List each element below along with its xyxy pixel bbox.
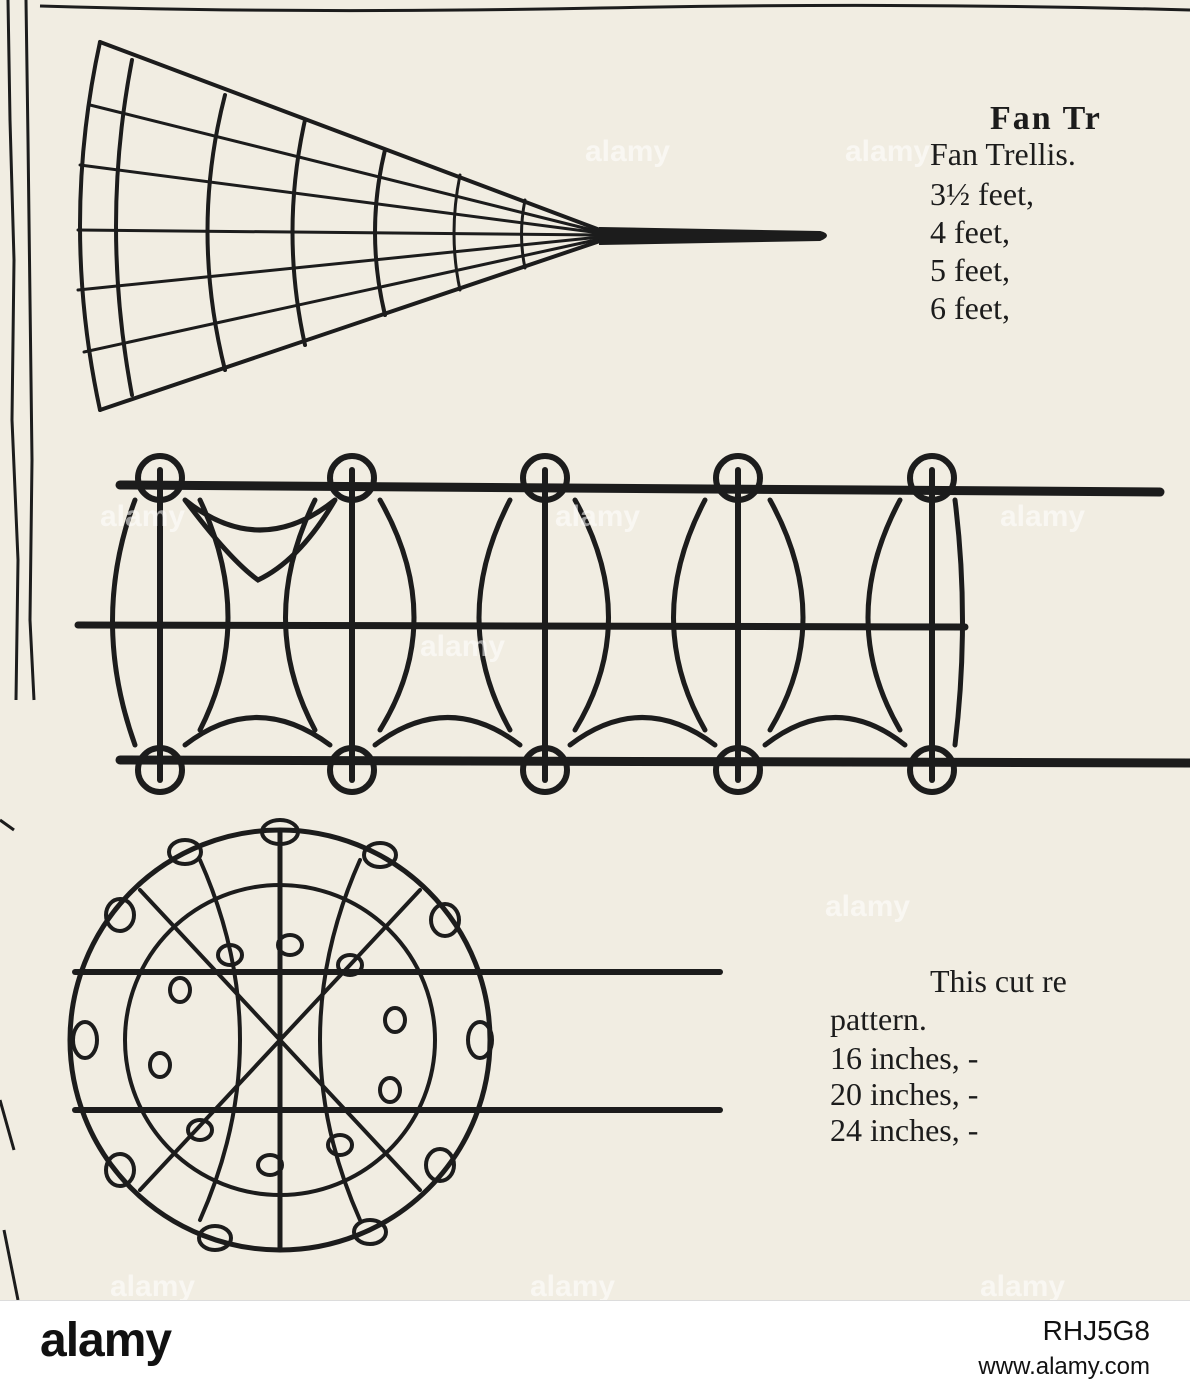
watermark: alamy bbox=[110, 1270, 196, 1300]
catalog-page: alamy alamy alamy alamy alamy alamy alam… bbox=[0, 0, 1190, 1300]
fan-size-item: 6 feet, bbox=[930, 290, 1010, 326]
border-trellis-illustration bbox=[74, 453, 1190, 795]
watermark: alamy bbox=[1000, 500, 1086, 533]
balloon-trellis-pattern: pattern. bbox=[830, 1001, 927, 1037]
image-id: RHJ5G8 bbox=[1042, 1315, 1150, 1346]
left-border-engraving bbox=[0, 0, 36, 1300]
balloon-trellis-illustration bbox=[67, 818, 723, 1253]
watermark: alamy bbox=[585, 135, 671, 168]
watermark: alamy bbox=[980, 1270, 1066, 1300]
trellis-illustrations bbox=[0, 0, 1190, 1300]
watermark: alamy bbox=[845, 135, 931, 168]
watermark: alamy bbox=[530, 1270, 616, 1300]
stock-footer: alamy RHJ5G8 www.alamy.com bbox=[0, 1300, 1190, 1391]
watermark: alamy bbox=[420, 630, 506, 663]
site-url: www.alamy.com bbox=[978, 1353, 1150, 1380]
balloon-size-item: 24 inches, - bbox=[830, 1112, 979, 1148]
watermark: alamy bbox=[100, 500, 186, 533]
alamy-logo: alamy bbox=[40, 1314, 172, 1367]
fan-size-item: 5 feet, bbox=[930, 252, 1010, 288]
watermark: alamy bbox=[555, 500, 641, 533]
fan-size-item: 3½ feet, bbox=[930, 176, 1034, 212]
balloon-size-item: 20 inches, - bbox=[830, 1076, 979, 1112]
fan-trellis-label: Fan Trellis. bbox=[930, 136, 1076, 172]
fan-size-item: 4 feet, bbox=[930, 214, 1010, 250]
watermark: alamy bbox=[825, 890, 911, 923]
balloon-trellis-intro: This cut re bbox=[930, 963, 1067, 999]
top-border-engraving bbox=[39, 3, 1190, 13]
fan-trellis-heading: Fan Tr bbox=[990, 100, 1102, 137]
fan-trellis-illustration bbox=[76, 40, 827, 412]
balloon-size-item: 16 inches, - bbox=[830, 1040, 979, 1076]
